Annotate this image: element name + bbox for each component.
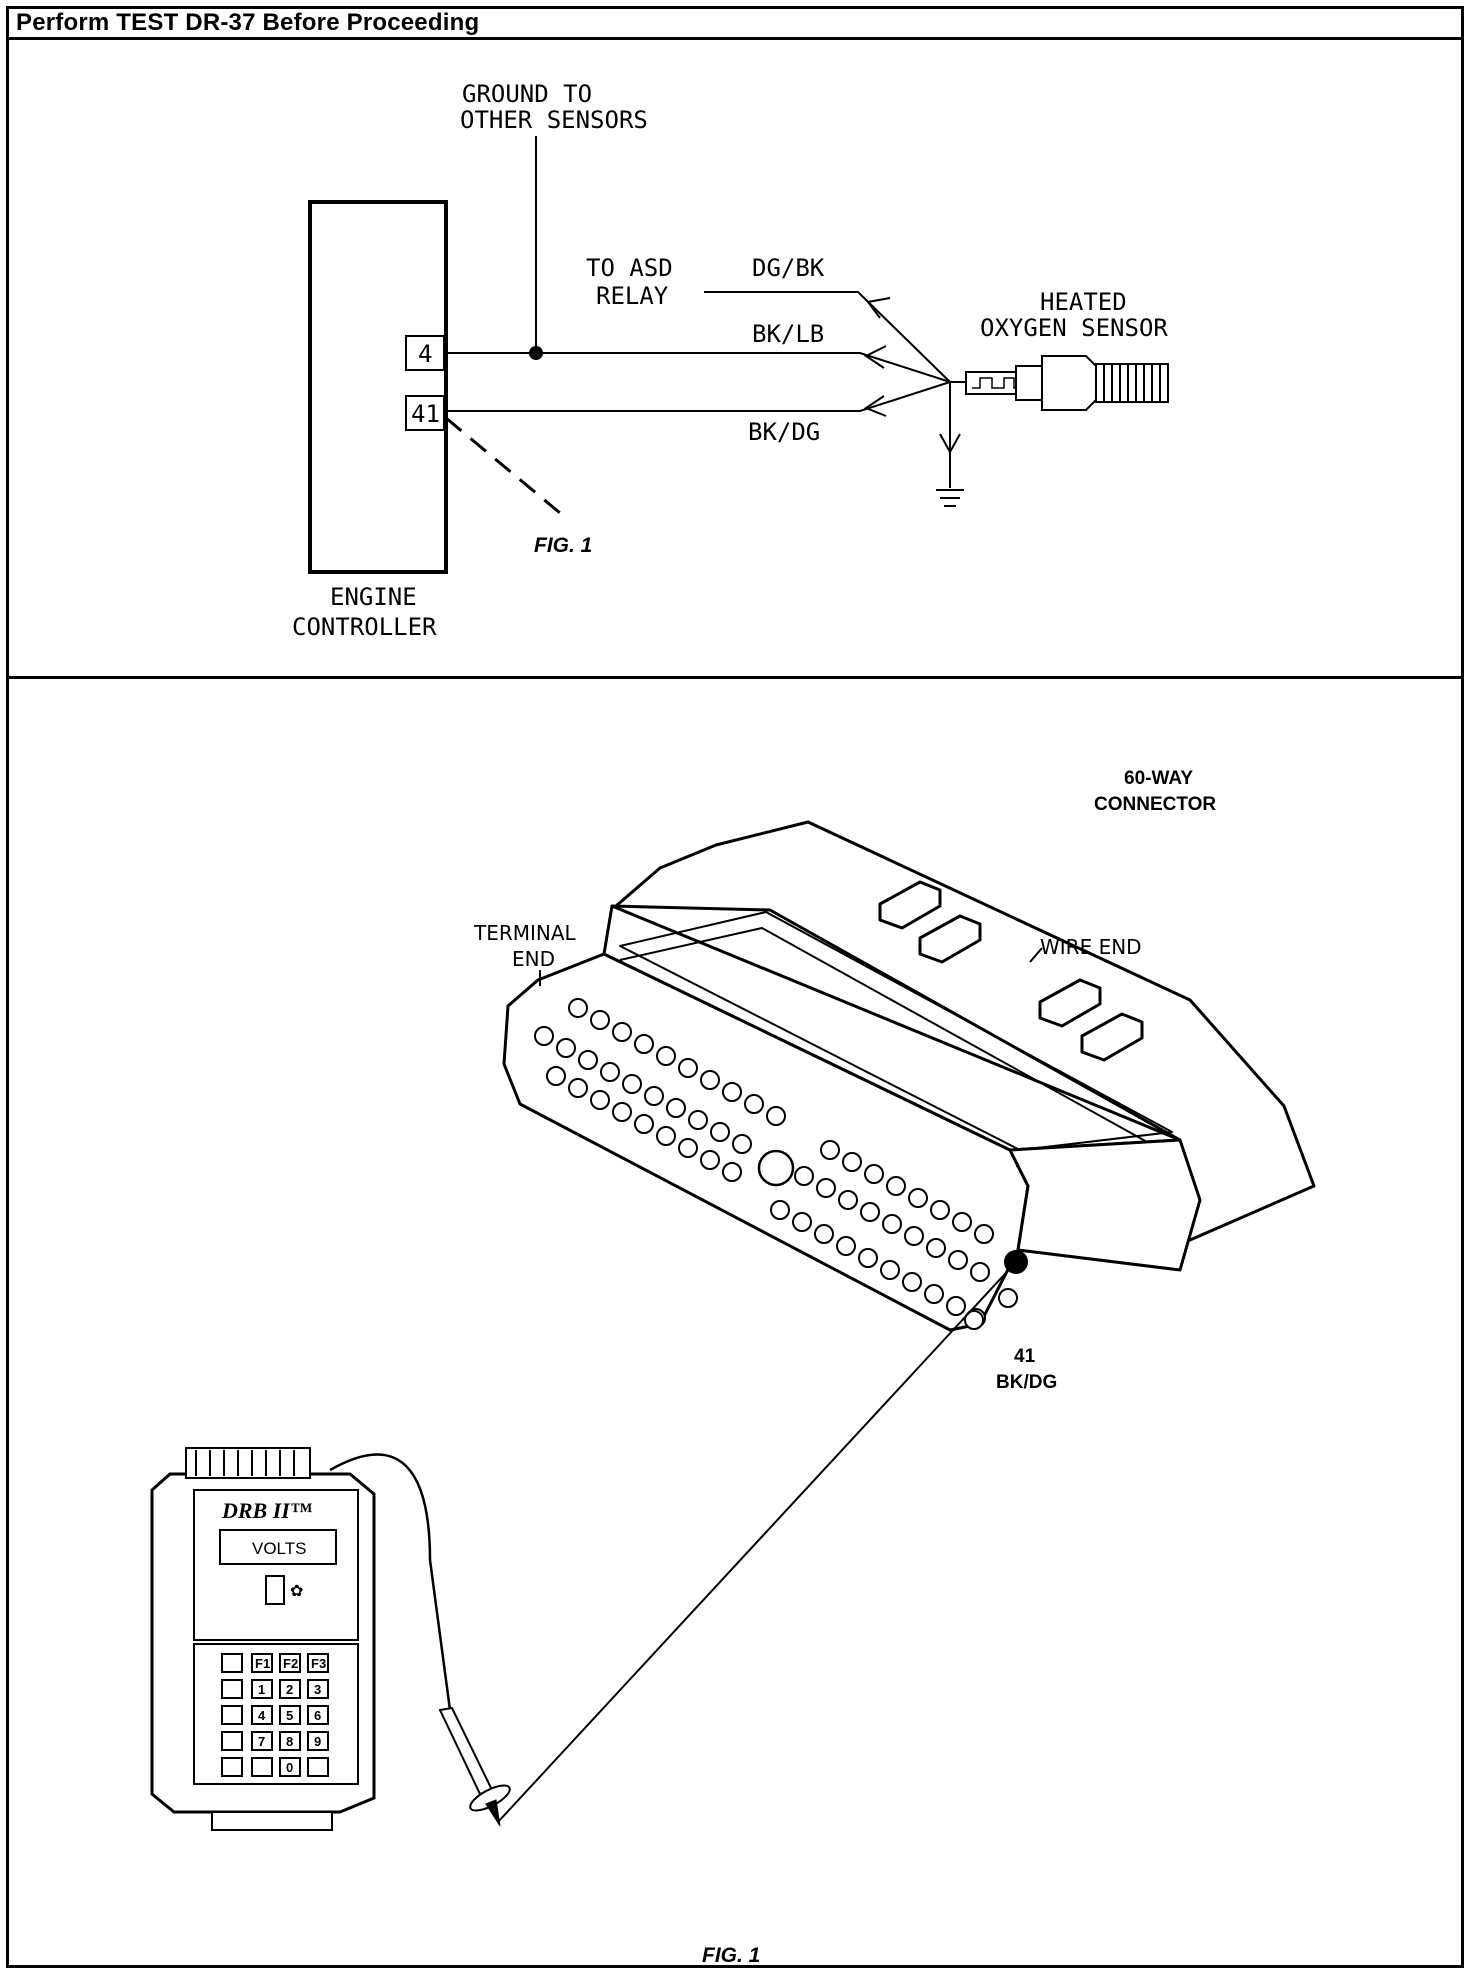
key-2: 2 bbox=[286, 1682, 293, 1697]
header-bar: Perform TEST DR-37 Before Proceeding bbox=[6, 6, 1464, 40]
page-title: Perform TEST DR-37 Before Proceeding bbox=[16, 9, 480, 36]
arrow-dg-bk bbox=[866, 297, 891, 319]
wiring-schematic: 4 41 ENGINE CONTROLLER GROUND TO OTHER S… bbox=[292, 80, 1169, 641]
tester-keypad bbox=[193, 1643, 359, 1785]
wire-bk-lb-label: BK/LB bbox=[752, 320, 824, 348]
connector-label-line2: CONNECTOR bbox=[1094, 794, 1216, 815]
pin-41-number: 41 bbox=[1014, 1346, 1036, 1367]
key-0: 0 bbox=[286, 1760, 293, 1775]
key-6: 6 bbox=[314, 1708, 321, 1723]
test-probe-icon bbox=[438, 1706, 511, 1827]
tester-bottom-connector bbox=[211, 1811, 333, 1831]
asd-label-line2: RELAY bbox=[596, 282, 669, 310]
wire-end-leader bbox=[1029, 947, 1043, 963]
sensor-label-line1: HEATED bbox=[1040, 288, 1127, 316]
key-3: 3 bbox=[314, 1682, 321, 1697]
pin-41-label: 41 bbox=[411, 400, 440, 428]
connector-view: 60-WAY CONNECTOR bbox=[150, 768, 1316, 1967]
page-frame bbox=[6, 6, 1464, 1968]
key-9: 9 bbox=[314, 1734, 321, 1749]
wire-bk-dg bbox=[446, 381, 951, 412]
key-1: 1 bbox=[258, 1682, 265, 1697]
pin-41-wire-color: BK/DG bbox=[996, 1372, 1057, 1393]
keypad-keys bbox=[221, 1653, 329, 1777]
pin-4-label: 4 bbox=[418, 340, 432, 368]
tester-display-text: VOLTS bbox=[252, 1539, 306, 1558]
ground-arrow bbox=[939, 433, 961, 455]
wire-bk-dg-label: BK/DG bbox=[748, 418, 820, 446]
asd-label-line1: TO ASD bbox=[586, 254, 673, 282]
tester-display bbox=[219, 1529, 337, 1565]
arrow-bk-dg bbox=[863, 395, 887, 417]
tester-cable bbox=[329, 1453, 452, 1711]
pin-4-box bbox=[405, 335, 445, 371]
probe-lead-wire bbox=[497, 1261, 1017, 1823]
key-f2: F2 bbox=[283, 1656, 298, 1671]
wire-end-label: WIRE END bbox=[1040, 935, 1142, 959]
key-8: 8 bbox=[286, 1734, 293, 1749]
arrow-bk-lb bbox=[864, 345, 887, 369]
key-5: 5 bbox=[286, 1708, 293, 1723]
key-4: 4 bbox=[258, 1708, 266, 1723]
fig-caption: FIG. 1 bbox=[702, 1944, 760, 1967]
wire-dg-bk-label: DG/BK bbox=[752, 254, 825, 282]
tester-top-connector bbox=[185, 1447, 311, 1479]
fig-ref-label: FIG. 1 bbox=[534, 534, 592, 557]
ground-label-line2: OTHER SENSORS bbox=[460, 106, 648, 134]
controller-label-line1: ENGINE bbox=[330, 583, 417, 611]
fig-ref-dashed-line bbox=[445, 416, 567, 520]
sensor-label-line2: OXYGEN SENSOR bbox=[980, 314, 1168, 342]
engine-controller-box bbox=[308, 200, 448, 574]
section-divider bbox=[6, 676, 1464, 679]
terminal-end-line1: TERMINAL bbox=[473, 921, 577, 945]
tester-indicator bbox=[265, 1575, 285, 1605]
wire-bk-lb bbox=[446, 352, 951, 383]
key-f1: F1 bbox=[255, 1656, 270, 1671]
connector-label-line1: 60-WAY bbox=[1124, 768, 1193, 789]
oxygen-sensor-icon bbox=[950, 355, 1169, 411]
ground-label-line1: GROUND TO bbox=[462, 80, 592, 108]
wire-dg-bk bbox=[704, 291, 951, 383]
drb-ii-tester: DRB II™ VOLTS ✿ F1 F2 F3 1 2 3 4 5 bbox=[150, 1447, 511, 1831]
pin-41-box bbox=[405, 395, 445, 431]
pentastar-icon: ✿ bbox=[290, 1581, 303, 1600]
connector-housing bbox=[502, 820, 1316, 1332]
pin-cavities bbox=[534, 998, 1018, 1330]
key-7: 7 bbox=[258, 1734, 265, 1749]
controller-label-line2: CONTROLLER bbox=[292, 613, 437, 641]
key-f3: F3 bbox=[311, 1656, 326, 1671]
terminal-end-line2: END bbox=[512, 947, 555, 971]
tester-brand: DRB II™ bbox=[221, 1498, 313, 1523]
